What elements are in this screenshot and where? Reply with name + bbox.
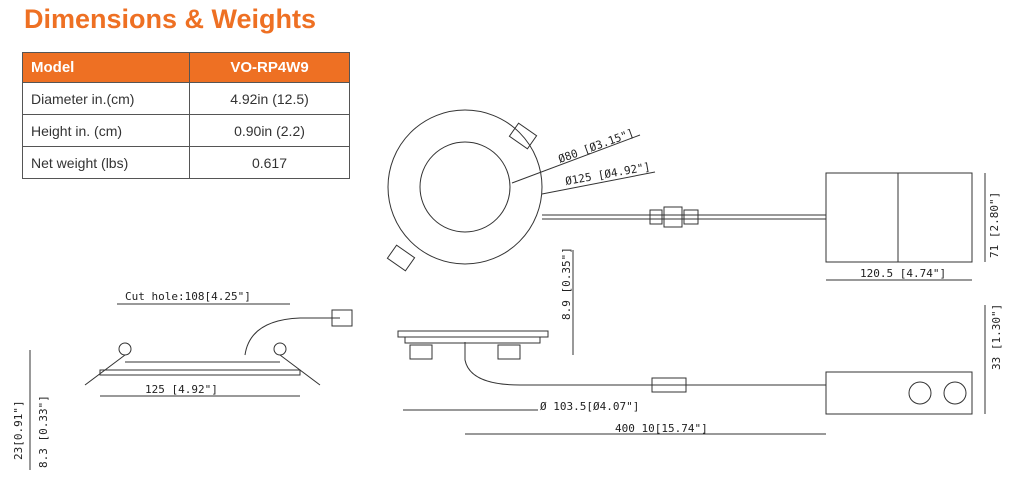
dim-trim-height: 8.3 [0.33"] xyxy=(37,395,50,468)
dim-side-width: 125 [4.92"] xyxy=(145,383,218,396)
side-view-installed: Cut hole:108[4.25"] 125 [4.92"] 23[0.91"… xyxy=(12,290,353,470)
side-view-profile: 8.9 [0.35"] Ø 103.5[Ø4.07"] 400 10[15.74… xyxy=(397,247,1003,435)
connector-icon xyxy=(331,309,353,327)
dim-total-height: 23[0.91"] xyxy=(12,400,25,460)
dim-inner-diameter: Ø80 [Ø3.15"] xyxy=(557,126,636,165)
specs-table: Model VO-RP4W9 Diameter in.(cm)4.92in (1… xyxy=(22,52,350,179)
connector-icon xyxy=(649,209,663,225)
driver-box xyxy=(825,172,973,263)
table-header-row: Model VO-RP4W9 xyxy=(22,52,350,83)
row-value: 4.92in (12.5) xyxy=(189,82,350,115)
dim-box-height: 33 [1.30"] xyxy=(990,304,1003,370)
spring-clip-icon xyxy=(508,122,538,150)
dim-body-diameter: Ø 103.5[Ø4.07"] xyxy=(540,400,639,413)
row-label: Net weight (lbs) xyxy=(22,146,190,179)
spring-clip-icon xyxy=(409,344,433,360)
dim-driver-height: 71 [2.80"] xyxy=(988,192,1001,258)
row-value: 0.617 xyxy=(189,146,350,179)
table-row: Net weight (lbs)0.617 xyxy=(22,146,350,179)
dim-cable-length: 400 10[15.74"] xyxy=(615,422,708,435)
connector-icon xyxy=(651,377,687,393)
spring-clip-icon xyxy=(497,344,521,360)
dim-flange-height: 8.9 [0.35"] xyxy=(560,247,573,320)
page-title: Dimensions & Weights xyxy=(24,4,317,34)
header-model-value: VO-RP4W9 xyxy=(189,52,350,83)
header-model: Model xyxy=(22,52,190,83)
table-row: Height in. (cm)0.90in (2.2) xyxy=(22,114,350,147)
junction-box xyxy=(825,371,973,415)
row-value: 0.90in (2.2) xyxy=(189,114,350,147)
dim-outer-diameter: Ø125 [Ø4.92"] xyxy=(564,160,651,188)
top-view: Ø80 [Ø3.15"] Ø125 [Ø4.92"] 120.5 [4.74"]… xyxy=(386,109,1001,281)
spring-clip-icon xyxy=(386,244,416,272)
dim-cut-hole: Cut hole:108[4.25"] xyxy=(125,290,251,303)
row-label: Height in. (cm) xyxy=(22,114,190,147)
dim-driver-width: 120.5 [4.74"] xyxy=(860,267,946,280)
